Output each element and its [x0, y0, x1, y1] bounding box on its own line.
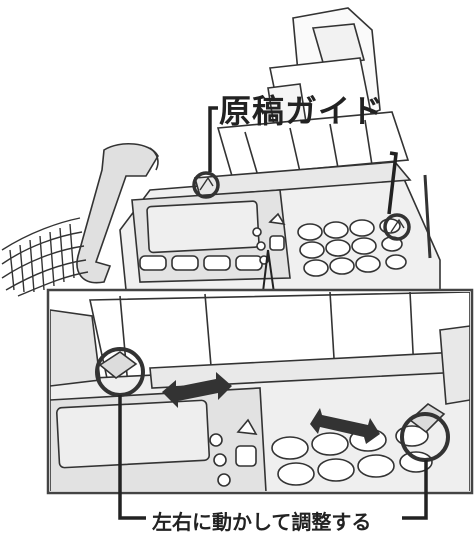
adjust-instruction-label: 左右に動かして調整する — [152, 506, 371, 535]
zoom-inset — [48, 290, 472, 518]
fax-machine-top — [77, 8, 440, 290]
phone-cord — [2, 218, 88, 296]
document-guide-label: 原稿ガイド — [219, 86, 384, 132]
